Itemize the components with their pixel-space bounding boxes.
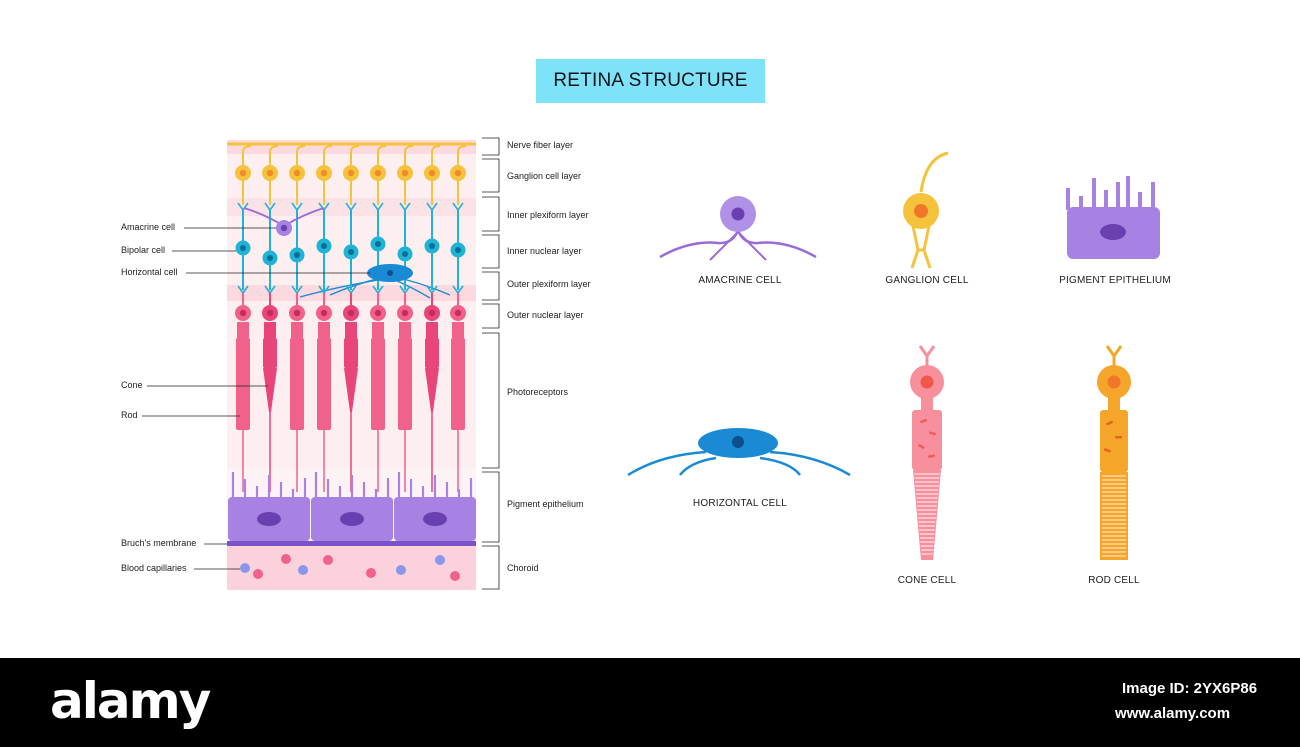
- retina-column: [262, 145, 279, 492]
- pigment-epithelium-blocks: [228, 472, 476, 541]
- label-photoreceptors: Photoreceptors: [507, 387, 569, 397]
- pigment-block: [311, 472, 393, 541]
- image-id: Image ID: 2YX6P86: [1122, 680, 1258, 697]
- retina-column: [343, 145, 360, 492]
- amacrine-cell-illustration: [659, 196, 817, 261]
- brand-logo[interactable]: alamy: [50, 672, 211, 730]
- capillary-dot: [281, 554, 291, 564]
- label-horizontal-cell: Horizontal cell: [121, 267, 178, 277]
- label-choroid: Choroid: [507, 563, 539, 573]
- caption-ganglion-cell: GANGLION CELL: [885, 275, 969, 286]
- label-amacrine-cell: Amacrine cell: [121, 222, 176, 232]
- pigment-epithelium-illustration: [1066, 176, 1160, 259]
- layer-brackets: [482, 137, 500, 590]
- caption-amacrine-cell: AMACRINE CELL: [698, 275, 782, 286]
- caption-cone-cell: CONE CELL: [897, 575, 957, 586]
- blood-capillaries: [240, 554, 460, 581]
- page-title: RETINA STRUCTURE: [536, 59, 765, 103]
- site-link[interactable]: www.alamy.com: [1115, 705, 1231, 722]
- retina-column: [397, 145, 414, 492]
- retina-column: [235, 145, 252, 492]
- capillary-dot: [298, 565, 308, 575]
- retina-column: [289, 145, 306, 492]
- label-cone: Cone: [121, 380, 143, 390]
- pigment-block: [394, 472, 476, 541]
- cell-columns: [235, 145, 467, 492]
- capillary-dot: [323, 555, 333, 565]
- capillary-dot: [435, 555, 445, 565]
- horizontal-cell-section: [367, 264, 413, 282]
- footer-bar: alamy Image ID: 2YX6P86 www.alamy.com: [0, 658, 1300, 747]
- retina-column: [450, 145, 467, 492]
- label-pigment-epithelium: Pigment epithelium: [507, 499, 584, 509]
- caption-horizontal-cell: HORIZONTAL CELL: [692, 498, 788, 509]
- amacrine-cell-section: [243, 207, 325, 236]
- label-inner-plexiform-layer: Inner plexiform layer: [507, 210, 589, 220]
- label-outer-nuclear-layer: Outer nuclear layer: [507, 310, 584, 320]
- capillary-dot: [253, 569, 263, 579]
- rod-cell-illustration: [1097, 345, 1131, 560]
- label-blood-capillaries: Blood capillaries: [121, 563, 187, 573]
- caption-rod-cell: ROD CELL: [1088, 575, 1140, 586]
- capillary-dot: [240, 563, 250, 573]
- pigment-block: [228, 472, 310, 541]
- horizontal-cell-illustration: [627, 428, 851, 477]
- label-inner-nuclear-layer: Inner nuclear layer: [507, 246, 582, 256]
- retina-diagram: [142, 137, 1160, 590]
- ganglion-cell-illustration: [903, 151, 949, 269]
- capillary-dot: [366, 568, 376, 578]
- label-nerve-fiber-layer: Nerve fiber layer: [507, 140, 574, 150]
- left-leaders: [142, 227, 370, 570]
- label-bipolar-cell: Bipolar cell: [121, 245, 166, 255]
- capillary-dot: [450, 571, 460, 581]
- label-ganglion-cell-layer: Ganglion cell layer: [507, 171, 582, 181]
- retina-column: [316, 145, 333, 492]
- label-outer-plexiform-layer: Outer plexiform layer: [507, 279, 591, 289]
- label-rod: Rod: [121, 410, 138, 420]
- retina-column: [424, 145, 441, 492]
- label-bruchs-membrane: Bruch's membrane: [121, 538, 197, 548]
- caption-pigment-epithelium: PIGMENT EPITHELIUM: [1059, 275, 1171, 286]
- cone-cell-illustration: [910, 345, 944, 560]
- retina-column: [370, 145, 387, 492]
- capillary-dot: [396, 565, 406, 575]
